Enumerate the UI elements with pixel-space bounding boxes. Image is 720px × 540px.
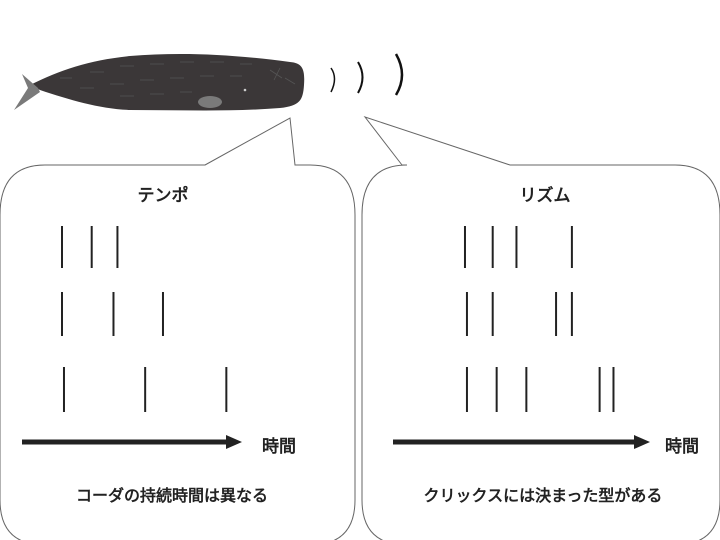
tempo-caption: コーダの持続時間は異なる [76,486,268,505]
whale-flipper [198,96,222,108]
whale-eye [243,88,247,92]
rhythm-speech-bubble [361,116,720,540]
rhythm-caption: クリックスには決まった型がある [424,486,663,505]
tempo-time-arrow [22,435,242,449]
tempo-click-trains [61,226,228,412]
tempo-title: テンポ [138,185,189,206]
whale-skin-texture [60,61,296,97]
whale-tail-fluke [14,74,40,110]
sperm-whale-illustration [14,54,305,111]
rhythm-title: リズム [520,185,571,206]
sound-waves [330,53,404,96]
sound-wave-medium [357,61,364,94]
tempo-axis-label: 時間 [262,436,296,457]
sound-wave-small [330,67,336,93]
rhythm-time-arrow [393,435,650,449]
whale-body [30,54,305,111]
rhythm-axis-label: 時間 [665,436,699,457]
rhythm-click-trains [463,226,615,412]
tempo-speech-bubble [0,117,356,540]
sound-wave-large [394,53,404,96]
